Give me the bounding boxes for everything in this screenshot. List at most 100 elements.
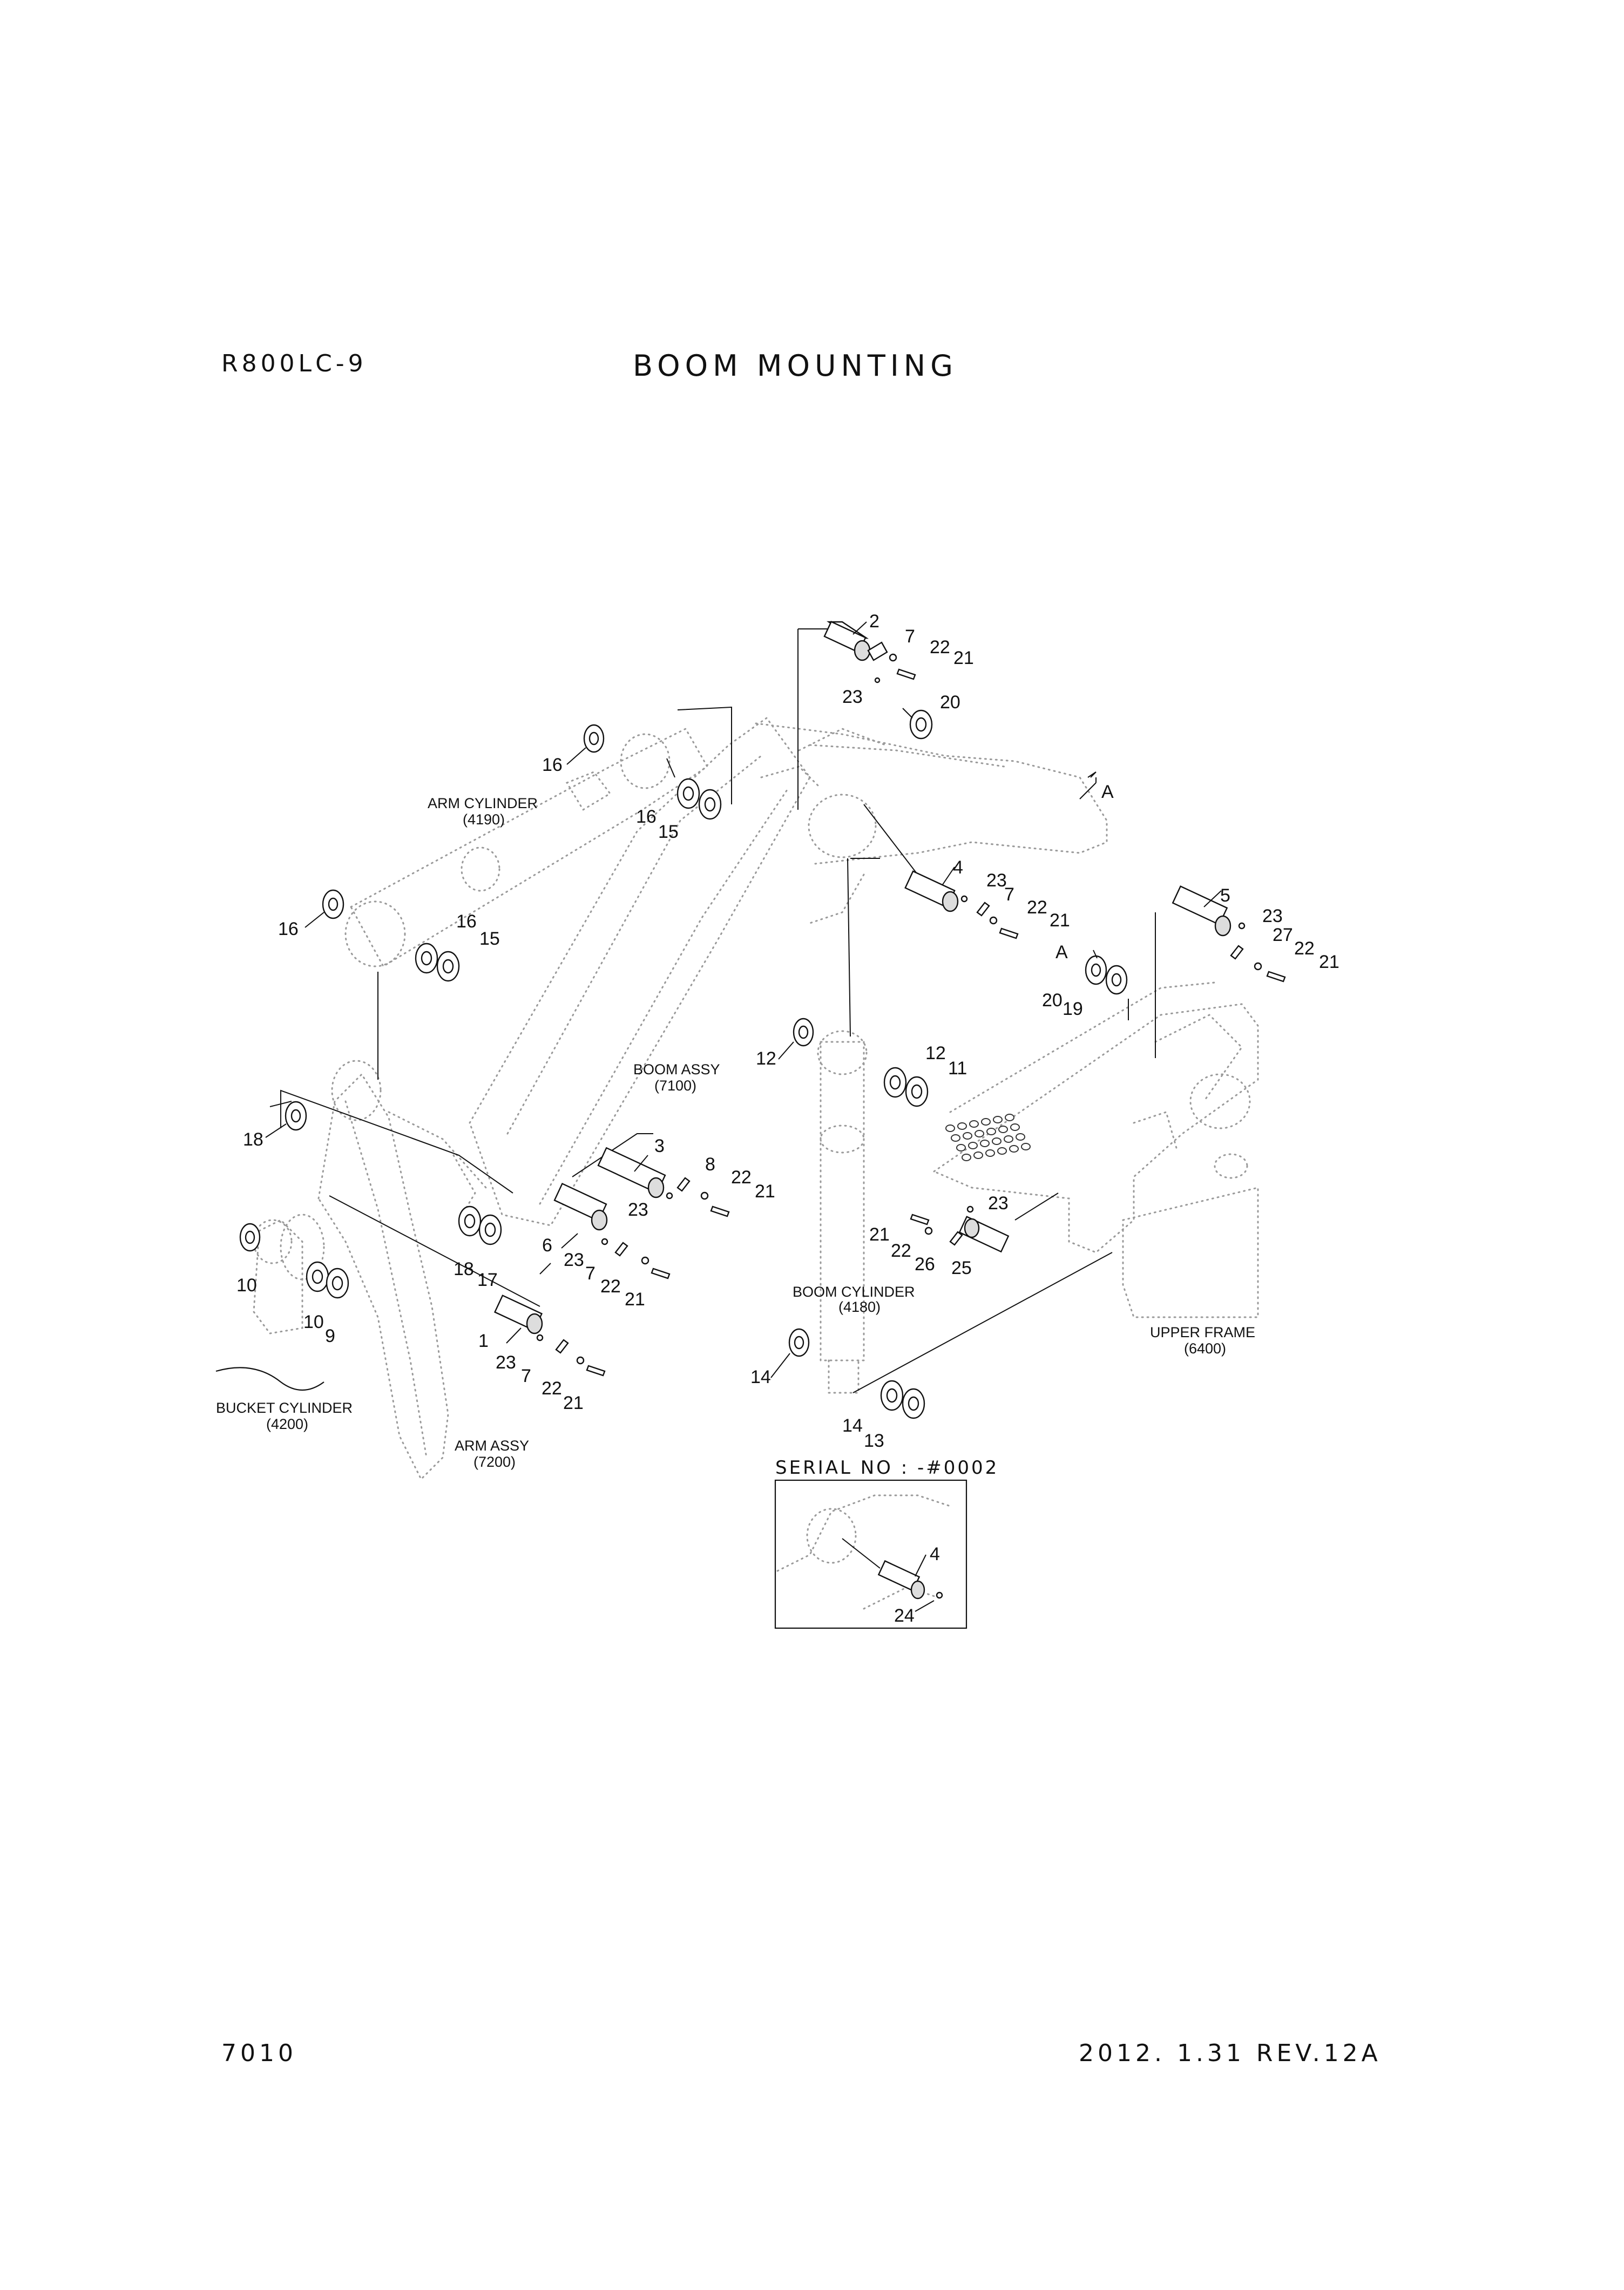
frame-grid-cell (962, 1154, 971, 1161)
callout: 22 (1027, 897, 1047, 918)
callout: 4 (930, 1544, 940, 1564)
callout: 22 (731, 1167, 752, 1188)
washers-14-13 (788, 1328, 925, 1419)
callout: 22 (542, 1378, 562, 1399)
callout: 23 (1262, 906, 1283, 926)
callout: 23 (988, 1193, 1009, 1214)
washers-10-9 (239, 1223, 349, 1299)
callout: 21 (1050, 910, 1070, 931)
callout: 22 (930, 637, 950, 658)
callout: 7 (1004, 884, 1014, 905)
boom-cylinder-name: BOOM CYLINDER (793, 1284, 915, 1300)
frame-grid-cell (985, 1149, 995, 1157)
callout: 16 (636, 807, 657, 827)
washers-12-11 (793, 1018, 929, 1107)
frame-grid-cell (1009, 1145, 1019, 1153)
frame-grid-cell (980, 1140, 990, 1147)
callout: 12 (925, 1043, 946, 1063)
callout: 14 (842, 1415, 863, 1436)
callout: 6 (542, 1235, 552, 1256)
boom-cylinder-outline (817, 1030, 868, 1394)
arm-assy-name: ARM ASSY (455, 1438, 529, 1454)
callout: 7 (585, 1263, 596, 1284)
callout: A (1101, 782, 1114, 802)
callout: 15 (658, 822, 679, 842)
frame-grid-cell (1010, 1123, 1020, 1131)
frame-grid-cell (1005, 1114, 1014, 1121)
upper-frame-name: UPPER FRAME (1150, 1324, 1255, 1340)
frame-grid-cell (968, 1142, 978, 1149)
pin-5 (1172, 885, 1286, 983)
callout: 23 (628, 1200, 648, 1220)
frame-grid-cell (956, 1144, 966, 1151)
callout: 10 (303, 1312, 324, 1332)
callout: 1 (478, 1331, 489, 1351)
callout: 23 (842, 687, 863, 707)
callout: 21 (1319, 952, 1339, 972)
callout: 20 (940, 692, 960, 713)
frame-grid-cell (992, 1137, 1002, 1145)
callout: 13 (864, 1431, 884, 1451)
pin-3 (597, 1147, 730, 1217)
callout: 25 (951, 1258, 972, 1278)
bucket-cylinder-code: (4200) (266, 1416, 308, 1432)
upper-frame-code: (6400) (1184, 1340, 1226, 1357)
callout: 8 (705, 1154, 715, 1175)
pin-4 (904, 870, 1019, 939)
frame-grid-cell (957, 1122, 967, 1130)
arm-cylinder-code: (4190) (463, 811, 505, 828)
callout: 16 (456, 911, 477, 932)
callout-numbers: 2 7 22 21 23 20 16 16 15 A 4 23 7 22 21 … (236, 611, 1339, 1626)
revision-date: 2012. 1.31 REV.12A (1079, 2040, 1382, 2067)
callout: 22 (600, 1276, 621, 1297)
callout: 26 (915, 1254, 935, 1275)
frame-grid-cell (1021, 1143, 1031, 1150)
bucket-cylinder-outline (215, 1219, 324, 1391)
callout: 16 (278, 919, 299, 939)
callout: 24 (894, 1605, 915, 1626)
arm-cylinder-outline (344, 728, 708, 968)
frame-grid-cell (975, 1130, 984, 1137)
pin-2 (823, 621, 916, 683)
frame-grid-cell (1016, 1133, 1025, 1141)
washers-18-17 (458, 1205, 502, 1245)
callout: 11 (948, 1058, 967, 1079)
callout: 2 (869, 611, 879, 632)
callout: 18 (243, 1129, 263, 1150)
callout: 23 (564, 1250, 584, 1270)
frame-grid-cell (981, 1118, 991, 1126)
frame-grid-cell (945, 1124, 955, 1132)
frame-grid-cell (997, 1147, 1007, 1155)
callout: 18 (454, 1259, 474, 1279)
frame-grid-cell (973, 1151, 983, 1159)
callout: 23 (986, 870, 1007, 891)
pin-1 (493, 1295, 606, 1377)
callout: 7 (521, 1366, 531, 1386)
callout: 17 (477, 1270, 498, 1290)
callout: 16 (542, 755, 563, 775)
callout: 21 (625, 1289, 645, 1310)
serial-label: SERIAL NO : -#0002 (775, 1457, 999, 1479)
callout: 3 (654, 1136, 665, 1156)
upper-frame-grid (945, 1114, 1031, 1161)
pin-6 (553, 1182, 671, 1279)
frame-grid-cell (951, 1134, 960, 1142)
page-number: 7010 (221, 2040, 297, 2067)
washers-16-15-upper (583, 724, 722, 820)
callout: 23 (496, 1352, 516, 1373)
boom-cylinder-code: (4180) (838, 1299, 881, 1315)
callout-leaders (265, 621, 1222, 1612)
callout: 20 (1042, 990, 1063, 1011)
callout: 21 (869, 1224, 890, 1245)
callout: 4 (953, 857, 963, 878)
callout: 27 (1273, 925, 1293, 945)
frame-grid-cell (963, 1132, 972, 1140)
callout: 10 (236, 1275, 257, 1296)
page-title: BOOM MOUNTING (633, 349, 958, 383)
model-number: R800LC-9 (221, 350, 367, 377)
callout: 21 (755, 1181, 775, 1202)
serial-inset (774, 1479, 967, 1629)
boom-assy-code: (7100) (654, 1078, 696, 1094)
frame-grid-cell (969, 1120, 979, 1128)
